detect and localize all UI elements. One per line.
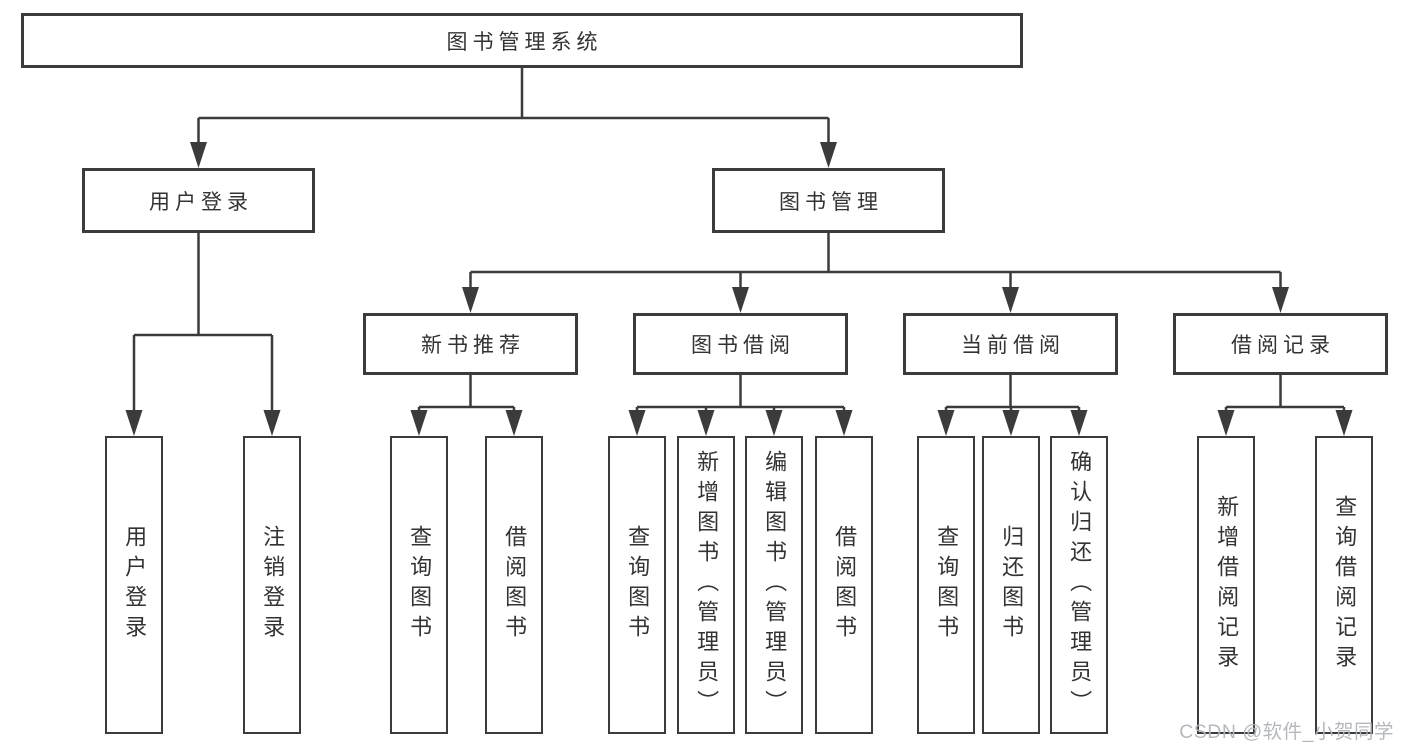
node-label: 用户登录 — [122, 525, 148, 645]
node-label: 用户登录 — [149, 190, 253, 214]
node-label: 查询图书 — [407, 525, 433, 645]
leaf-add-borrow-record: 新增借阅记录 — [1197, 436, 1255, 734]
leaf-add-book-admin: 新增图书（管理员） — [677, 436, 735, 734]
node-label: 查询借阅记录 — [1332, 495, 1358, 675]
node-label: 新增借阅记录 — [1214, 495, 1240, 675]
node-label: 归还图书 — [999, 525, 1025, 645]
node-label: 新书推荐 — [421, 334, 525, 357]
leaf-confirm-return-admin: 确认归还（管理员） — [1050, 436, 1108, 734]
leaf-logout: 注销登录 — [243, 436, 301, 734]
node-label: 图书管理系统 — [446, 30, 603, 54]
leaf-query-books-recommend: 查询图书 — [390, 436, 448, 734]
leaf-query-borrow-record: 查询借阅记录 — [1315, 436, 1373, 734]
leaf-borrow-books: 借阅图书 — [815, 436, 873, 734]
node-label: 图书管理 — [779, 190, 883, 214]
node-label: 借阅图书 — [832, 525, 858, 645]
node-book-management-module: 图书管理 — [712, 168, 945, 233]
arrowheads — [125, 142, 1353, 436]
leaf-return-book: 归还图书 — [982, 436, 1040, 734]
node-label: 图书借阅 — [691, 334, 795, 357]
leaf-edit-book-admin: 编辑图书（管理员） — [745, 436, 803, 734]
node-label: 编辑图书（管理员） — [762, 450, 788, 720]
node-label: 查询图书 — [934, 525, 960, 645]
node-book-borrow: 图书借阅 — [633, 313, 848, 375]
node-label: 当前借阅 — [961, 334, 1065, 357]
node-label: 借阅记录 — [1231, 334, 1335, 357]
node-current-borrow: 当前借阅 — [903, 313, 1118, 375]
leaf-query-books-current: 查询图书 — [917, 436, 975, 734]
node-label: 查询图书 — [625, 525, 651, 645]
leaf-user-login: 用户登录 — [105, 436, 163, 734]
node-borrow-records: 借阅记录 — [1173, 313, 1388, 375]
watermark-text: CSDN @软件_小贺同学 — [1179, 721, 1394, 743]
leaf-borrow-books-recommend: 借阅图书 — [485, 436, 543, 734]
node-label: 注销登录 — [260, 525, 286, 645]
node-label: 确认归还（管理员） — [1067, 450, 1093, 720]
node-label: 新增图书（管理员） — [694, 450, 720, 720]
node-new-book-recommend: 新书推荐 — [363, 313, 578, 375]
node-library-management-system: 图书管理系统 — [21, 13, 1023, 68]
leaf-query-books-borrow: 查询图书 — [608, 436, 666, 734]
node-label: 借阅图书 — [502, 525, 528, 645]
node-user-login-module: 用户登录 — [82, 168, 315, 233]
